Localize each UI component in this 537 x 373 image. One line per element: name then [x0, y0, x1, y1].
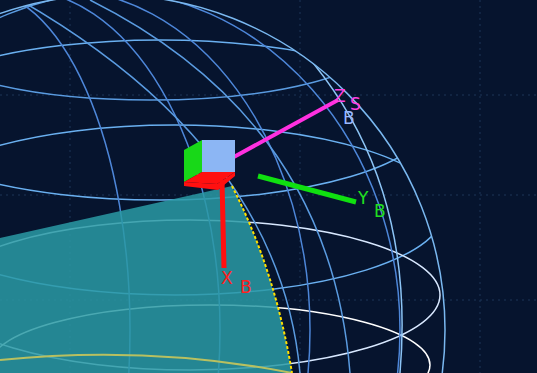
axis-letter: Y: [358, 190, 368, 207]
axis-letter: Z: [334, 88, 346, 105]
axis-subscript: B: [240, 279, 252, 296]
y-axis: [258, 176, 356, 202]
sphere-wireframe: [0, 0, 460, 373]
sector-edge: [232, 186, 292, 373]
z-axis: [232, 100, 338, 158]
ground-track: [0, 355, 292, 373]
axis-letter: X: [221, 270, 233, 287]
axis-subscript: B: [343, 110, 355, 127]
satellite-cube: [184, 140, 235, 190]
x-axis: [222, 180, 224, 268]
axis-subscript: B: [374, 203, 386, 220]
coverage-sector: [0, 186, 292, 373]
sphere-outline: [0, 0, 445, 373]
